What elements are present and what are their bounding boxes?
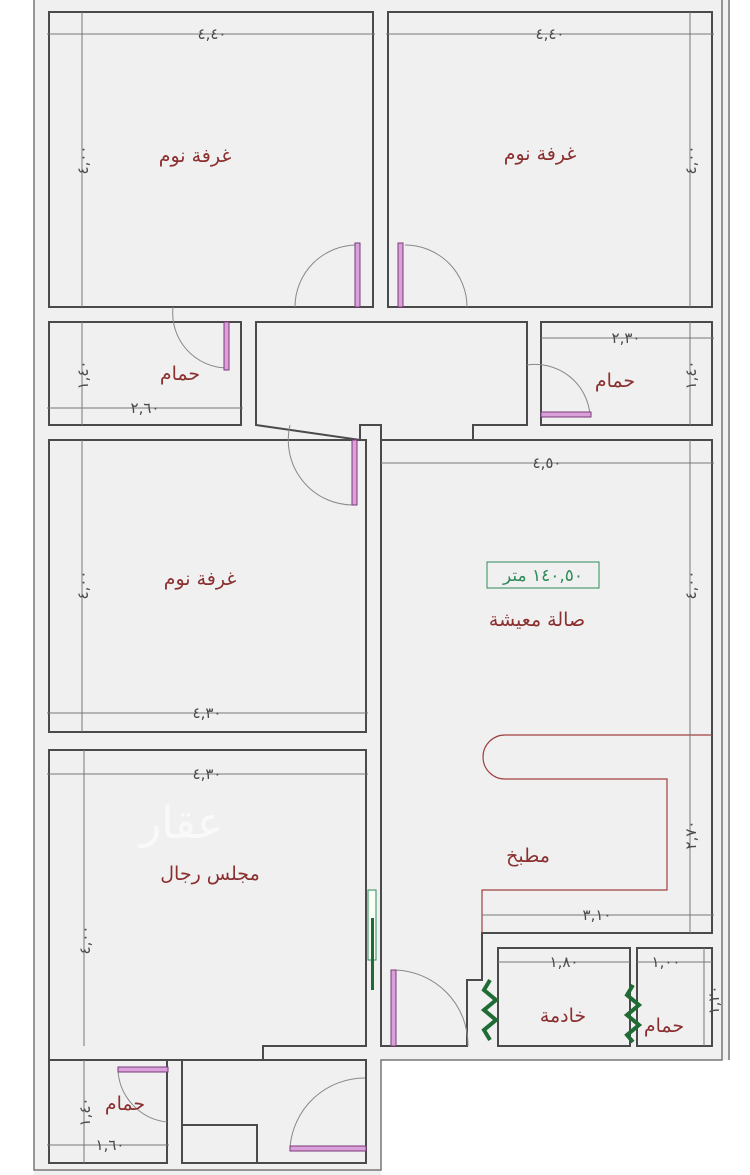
label-bedroom-2: غرفة نوم	[504, 143, 577, 165]
dim-bath-small-depth: ١,٢٠	[705, 986, 723, 1015]
dim-maid-width: ١,٨٠	[550, 953, 579, 971]
label-majlis: مجلس رجال	[160, 863, 260, 885]
dim-bedroom-3-width: ٤,٣٠	[193, 704, 222, 722]
door-bedroom-2[interactable]	[397, 242, 404, 308]
dim-kitchen-depth: ٢,٧٠	[682, 821, 700, 850]
label-bath-left: حمام	[160, 363, 200, 385]
dim-bath-right-depth: ١,٤٠	[682, 361, 700, 390]
bedroom-2	[387, 11, 713, 308]
dim-bedroom-1-depth: ٤,٠٠	[74, 146, 92, 175]
dim-kitchen-width: ٣,١٠	[583, 906, 612, 924]
dim-bedroom-2-width: ٤,٤٠	[536, 25, 565, 43]
bedroom-3	[48, 439, 367, 733]
dimension-labels: ٤,٤٠ ٤,٠٠ ٤,٤٠ ٤,٠٠ ٢,٦٠ ١,٤٠ ٢,٣٠ ١,٤٠ …	[74, 25, 723, 1154]
living-room	[380, 439, 713, 1047]
door-bedroom-1[interactable]	[354, 242, 361, 308]
door-swing-bath-left	[172, 306, 228, 369]
door-bath-bottom[interactable]	[117, 1066, 169, 1073]
door-swing-entrance-living	[394, 969, 469, 1047]
door-bath-left[interactable]	[223, 321, 230, 371]
outer-wall	[33, 0, 723, 1171]
door-entrance-living[interactable]	[390, 969, 397, 1047]
label-kitchen: مطبخ	[506, 845, 550, 867]
label-living: صالة معيشة	[489, 609, 585, 631]
label-bath-bottom: حمام	[105, 1093, 145, 1115]
maid-room	[497, 947, 631, 1047]
door-swing-bedroom-3	[287, 424, 356, 506]
kitchen-counter	[481, 734, 712, 933]
bath-bottom	[48, 1059, 168, 1164]
door-swing-bath-right	[526, 363, 591, 416]
bath-right	[540, 321, 713, 426]
sliding-panel	[371, 918, 374, 990]
main-door[interactable]	[289, 1145, 367, 1152]
door-swing-bath-bottom	[117, 1069, 168, 1123]
folding-door-bath-small[interactable]	[623, 983, 643, 1044]
watermark: عقار	[138, 798, 223, 849]
area-box	[486, 561, 600, 589]
majlis	[48, 749, 367, 1061]
dim-bath-right-width: ٢,٣٠	[612, 329, 641, 347]
area-label: ١٤٠,٥٠ متر	[502, 566, 583, 586]
folding-door-maid[interactable]	[480, 978, 500, 1042]
dim-bedroom-2-depth: ٤,٠٠	[682, 146, 700, 175]
dim-majlis-depth: ٤,٠٠	[76, 926, 94, 955]
dim-bath-left-width: ٢,٦٠	[131, 399, 160, 417]
door-bath-right[interactable]	[540, 411, 592, 418]
dim-bedroom-1-width: ٤,٤٠	[198, 25, 227, 43]
dim-majlis-width: ٤,٣٠	[193, 765, 222, 783]
dim-bedroom-3-depth: ٤,٠٠	[74, 571, 92, 600]
door-swing-bedroom-1	[294, 244, 358, 308]
dim-bath-bottom-depth: ١,٤٠	[76, 1098, 94, 1127]
label-bedroom-3: غرفة نوم	[164, 568, 237, 590]
label-bedroom-1: غرفة نوم	[159, 145, 232, 167]
label-maid: خادمة	[540, 1005, 586, 1027]
label-bath-small: حمام	[644, 1015, 684, 1037]
door-swing-bedroom-2	[404, 244, 468, 308]
dim-living-depth: ٤,٠٠	[682, 571, 700, 600]
dimension-lines	[47, 12, 714, 1163]
door-swing-main	[289, 1077, 366, 1149]
dim-bath-bottom-width: ١,٦٠	[96, 1136, 125, 1154]
bath-small	[636, 947, 713, 1047]
corridor	[255, 321, 528, 442]
entrance-closet	[181, 1124, 258, 1164]
door-bedroom-3[interactable]	[351, 439, 358, 506]
dim-bath-small-width: ١,٠٠	[652, 953, 681, 971]
dim-bath-left-depth: ١,٤٠	[74, 361, 92, 390]
dim-living-width: ٤,٥٠	[533, 454, 562, 472]
label-bath-right: حمام	[595, 370, 635, 392]
